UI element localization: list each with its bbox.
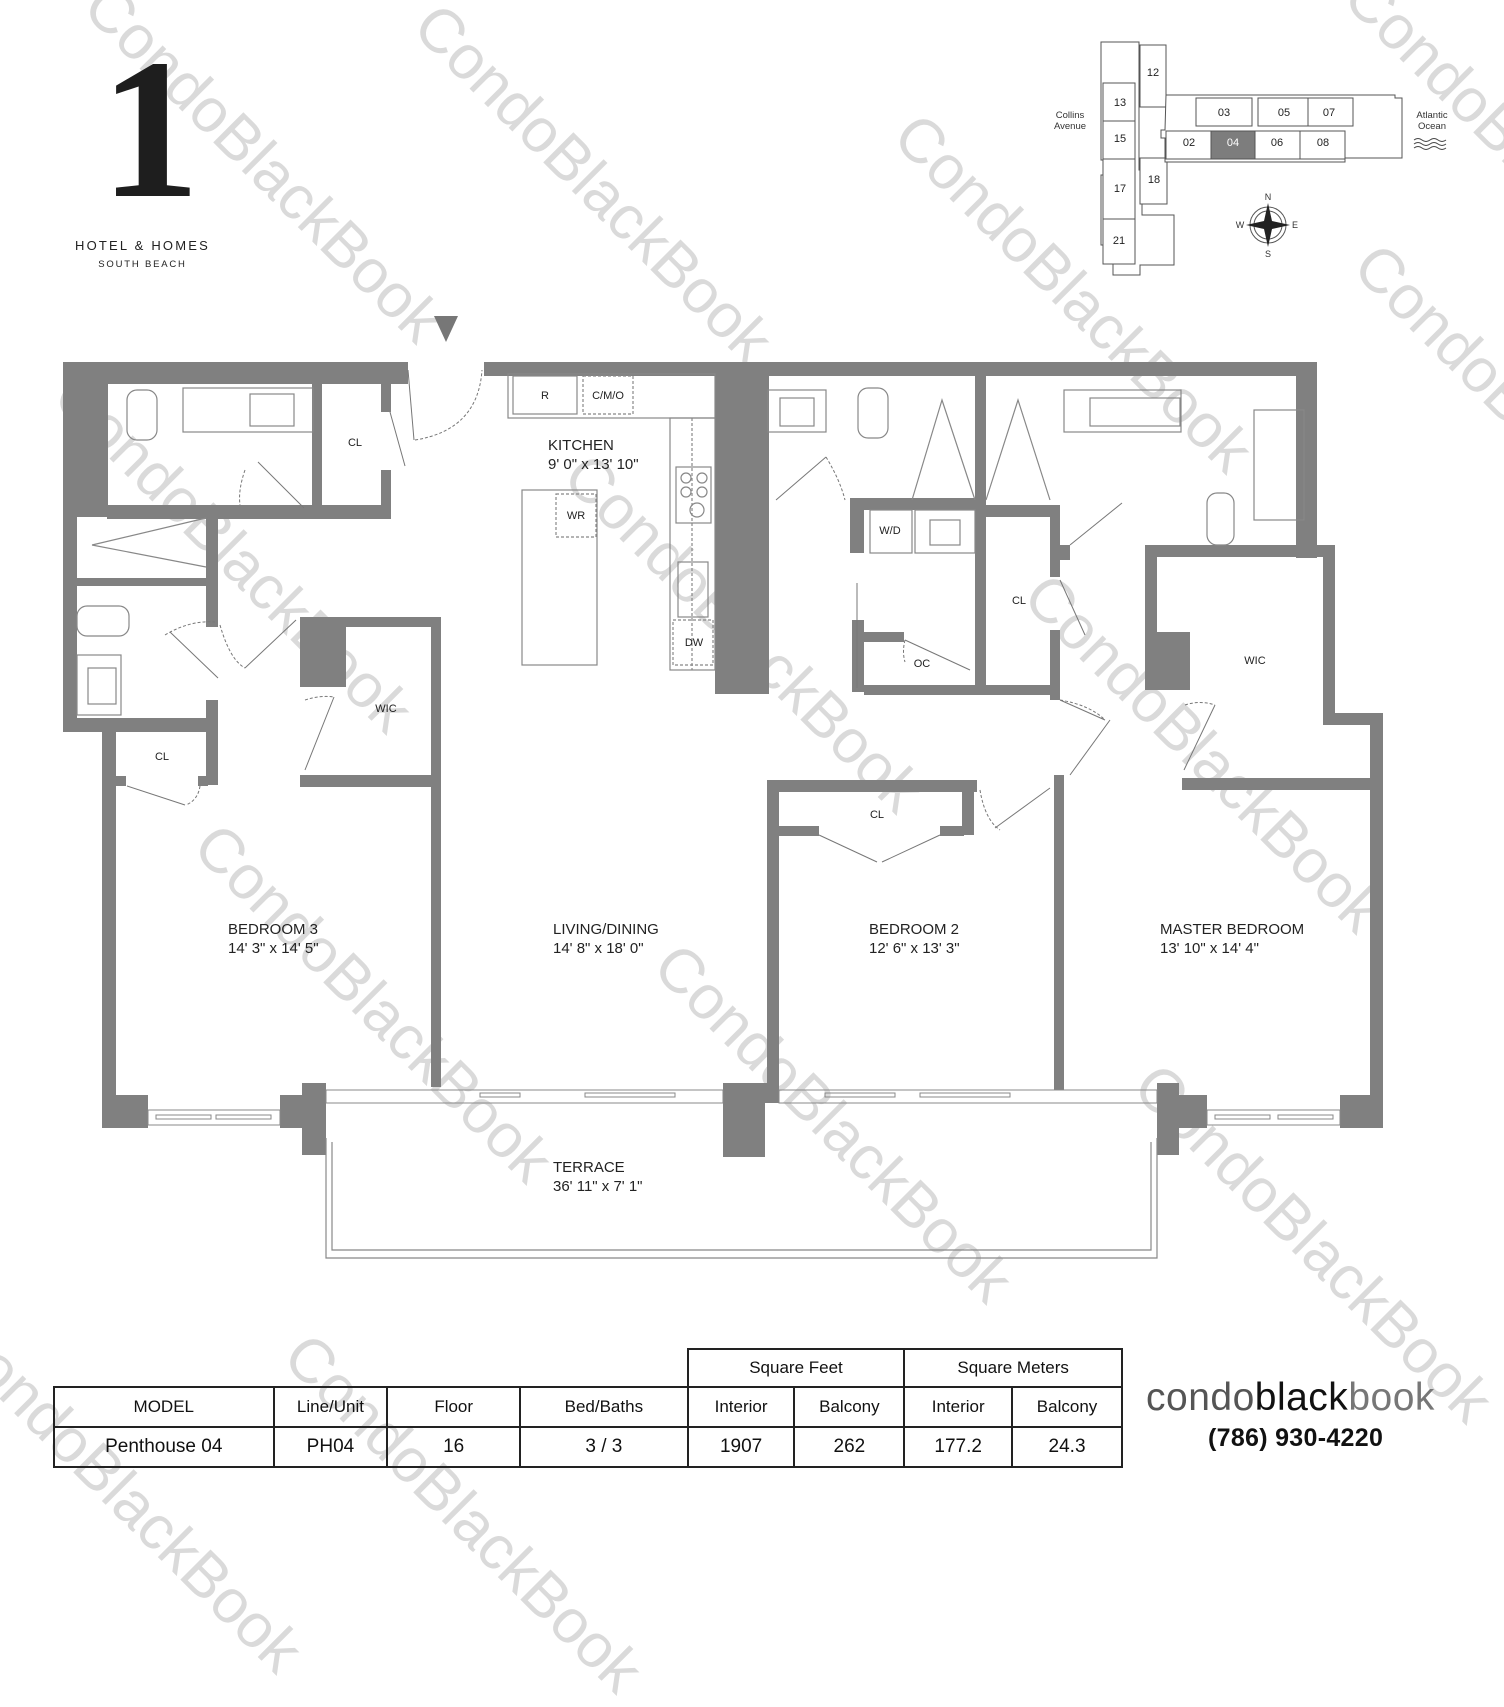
header-sqft-balcony: Balcony — [793, 1386, 906, 1428]
cell-line-unit: PH04 — [272, 1426, 389, 1468]
walls — [63, 362, 1383, 1157]
cell-bed-baths: 3 / 3 — [519, 1426, 689, 1468]
windows — [147, 1089, 1341, 1126]
header-line-unit: Line/Unit — [272, 1386, 389, 1428]
room-bedroom-2: BEDROOM 2 12' 6" x 13' 3" — [869, 920, 960, 958]
key-unit-06: 06 — [1270, 137, 1284, 149]
closet-hall: CL — [1011, 595, 1027, 607]
doors — [126, 369, 1216, 863]
room-kitchen-size: 9' 0" x 13' 10" — [548, 456, 639, 473]
brand-logo-subtitle: SOUTH BEACH — [98, 259, 187, 270]
room-bedroom-3: BEDROOM 3 14' 3" x 14' 5" — [228, 920, 319, 958]
key-unit-04-highlighted: 04 — [1226, 137, 1240, 149]
room-terrace-name: TERRACE — [553, 1159, 625, 1176]
cell-floor: 16 — [386, 1426, 522, 1468]
room-bedroom-3-name: BEDROOM 3 — [228, 921, 319, 938]
header-model: MODEL — [53, 1386, 275, 1428]
key-plan-atlantic-ocean-label: Atlantic Ocean — [1416, 110, 1448, 132]
room-bedroom-2-name: BEDROOM 2 — [869, 921, 960, 938]
brand-part-condo: condo — [1146, 1376, 1255, 1419]
wic-master: WIC — [1244, 655, 1266, 667]
key-unit-08: 08 — [1316, 137, 1330, 149]
fixture-cmo: C/M/O — [592, 390, 624, 402]
fixture-wine-refrigerator: WR — [566, 510, 586, 522]
key-plan-drawing — [1100, 41, 1447, 276]
entry-arrow-icon — [434, 316, 458, 342]
room-master-bedroom-size: 13' 10" x 14' 4" — [1160, 940, 1259, 957]
header-square-meters: Square Meters — [903, 1348, 1123, 1388]
cell-sqm-balcony: 24.3 — [1011, 1426, 1123, 1468]
brand-logo-title: HOTEL & HOMES — [74, 238, 211, 253]
cell-sqft-balcony: 262 — [793, 1426, 906, 1468]
room-kitchen: KITCHEN 9' 0" x 13' 10" — [548, 436, 639, 474]
closet-bedroom-2: CL — [869, 809, 885, 821]
room-bedroom-2-size: 12' 6" x 13' 3" — [869, 940, 960, 957]
key-unit-12: 12 — [1146, 67, 1160, 79]
key-unit-18: 18 — [1147, 174, 1161, 186]
cell-sqft-interior: 1907 — [686, 1426, 796, 1468]
room-kitchen-name: KITCHEN — [548, 437, 614, 454]
compass-south: S — [1264, 249, 1272, 259]
key-unit-21: 21 — [1112, 235, 1126, 247]
terrace-railing — [325, 1138, 1158, 1259]
header-bed-baths: Bed/Baths — [519, 1386, 689, 1428]
closet-bedroom-3: CL — [154, 751, 170, 763]
room-bedroom-3-size: 14' 3" x 14' 5" — [228, 940, 319, 957]
key-plan-collins-avenue-label: Collins Avenue — [1053, 110, 1087, 132]
room-master-bedroom: MASTER BEDROOM 13' 10" x 14' 4" — [1160, 920, 1304, 958]
cell-model: Penthouse 04 — [53, 1426, 275, 1468]
wic-bedroom-3: WIC — [375, 703, 397, 715]
room-master-bedroom-name: MASTER BEDROOM — [1160, 921, 1305, 938]
key-unit-15: 15 — [1113, 133, 1127, 145]
key-unit-17: 17 — [1113, 183, 1127, 195]
compass-west: W — [1235, 220, 1245, 230]
header-sqm-interior: Interior — [903, 1386, 1014, 1428]
key-unit-07: 07 — [1322, 107, 1336, 119]
fixtures — [76, 373, 1305, 716]
key-unit-05: 05 — [1277, 107, 1291, 119]
closet-entry: CL — [347, 437, 363, 449]
key-unit-02: 02 — [1182, 137, 1196, 149]
cell-sqm-interior: 177.2 — [903, 1426, 1014, 1468]
fixture-washer-dryer: W/D — [879, 525, 901, 537]
room-living-dining-size: 14' 8" x 18' 0" — [553, 940, 644, 957]
fixture-refrigerator: R — [541, 390, 549, 402]
brand-logo-numeral: 1 — [100, 19, 200, 240]
compass-north: N — [1264, 192, 1272, 202]
key-unit-13: 13 — [1113, 97, 1127, 109]
unit-specs-table: Square Feet Square Meters MODEL Line/Uni… — [53, 1348, 1123, 1468]
header-sqm-balcony: Balcony — [1011, 1386, 1123, 1428]
compass-east: E — [1291, 220, 1299, 230]
room-living-dining-name: LIVING/DINING — [553, 921, 659, 938]
room-living-dining: LIVING/DINING 14' 8" x 18' 0" — [553, 920, 659, 958]
condoblackbook-logo: condoblackbook — [1146, 1376, 1435, 1420]
fixture-open-closet: OC — [913, 658, 931, 670]
contact-phone[interactable]: (786) 930-4220 — [1208, 1424, 1384, 1452]
header-square-feet: Square Feet — [686, 1348, 906, 1388]
header-sqft-interior: Interior — [686, 1386, 796, 1428]
room-terrace: TERRACE 36' 11" x 7' 1" — [553, 1158, 643, 1196]
header-floor: Floor — [386, 1386, 522, 1428]
brand-part-black: black — [1254, 1376, 1349, 1419]
floor-plan-drawing — [63, 41, 1447, 1259]
key-unit-03: 03 — [1217, 107, 1231, 119]
fixture-dishwasher: DW — [684, 637, 704, 649]
brand-part-book: book — [1348, 1376, 1435, 1419]
room-terrace-size: 36' 11" x 7' 1" — [553, 1178, 643, 1195]
